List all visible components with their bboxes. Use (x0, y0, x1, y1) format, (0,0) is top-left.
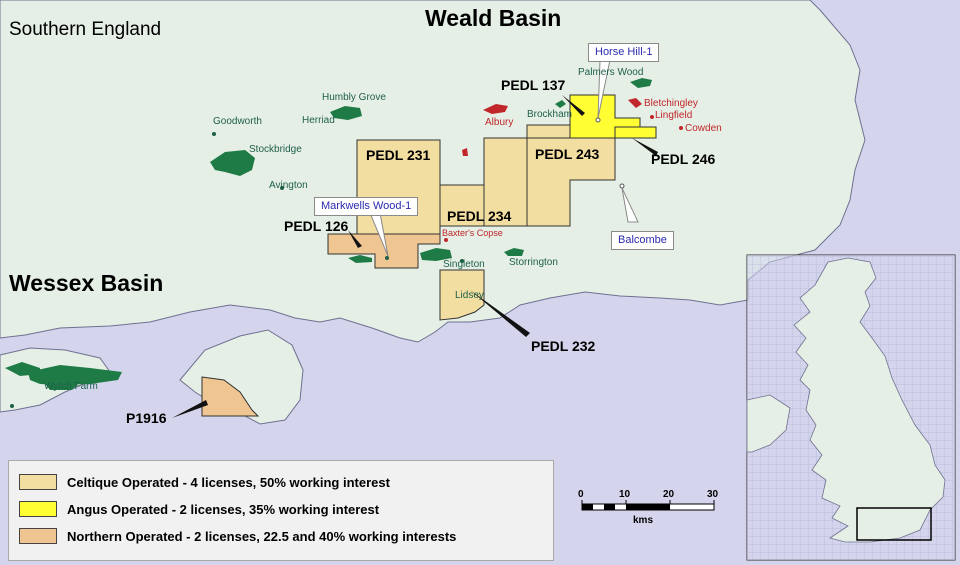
field-label-brockham: Brockham (527, 109, 573, 120)
legend-swatch-angus (19, 501, 57, 517)
weald-basin-label: Weald Basin (425, 5, 562, 31)
license-label-pedl-137: PEDL 137 (501, 77, 566, 93)
legend-label-northern: Northern Operated - 2 licenses, 22.5 and… (67, 528, 457, 544)
license-leaders (172, 95, 658, 418)
field-label-humbly-grove: Humbly Grove (322, 92, 386, 103)
field-label-bletchingley: Bletchingley (644, 98, 698, 109)
field-label-stockbridge: Stockbridge (249, 144, 302, 155)
field-label-storrington: Storrington (509, 257, 558, 268)
field-label-lingfield: Lingfield (655, 110, 693, 121)
legend-label-celtique: Celtique Operated - 4 licenses, 50% work… (67, 474, 390, 490)
legend-swatch-northern (19, 528, 57, 544)
license-label-pedl-243: PEDL 243 (535, 146, 600, 162)
scale-bar (581, 500, 715, 511)
field-label-avington: Avington (269, 180, 308, 191)
legend-item-angus: Angus Operated - 2 licenses, 35% working… (19, 500, 379, 518)
license-label-pedl-126: PEDL 126 (284, 218, 349, 234)
license-block-p1916 (201, 376, 260, 417)
well-callout-markwells-wood: Markwells Wood-1 (314, 197, 419, 216)
wessex-basin-label: Wessex Basin (9, 270, 164, 296)
scale-unit: kms (633, 515, 654, 526)
field-label-lidsey: Lidsey (455, 290, 484, 301)
scale-tick-20: 20 (663, 489, 675, 500)
inset-locator-box (856, 507, 932, 541)
oil-fields-green (5, 78, 652, 390)
inset-ireland (746, 394, 791, 453)
legend-item-northern: Northern Operated - 2 licenses, 22.5 and… (19, 527, 456, 545)
license-label-p1916: P1916 (126, 410, 167, 426)
field-label-singleton: Singleton (443, 259, 485, 270)
field-label-palmers-wood: Palmers Wood (578, 67, 644, 78)
license-block-pedl-246 (614, 126, 657, 139)
legend-label-angus: Angus Operated - 2 licenses, 35% working… (67, 501, 380, 517)
well-callout-horse-hill: Horse Hill-1 (588, 43, 660, 62)
field-label-wytch-farm: Wytch Farm (44, 381, 98, 392)
inset-great-britain (793, 257, 946, 543)
well-callout-balcombe: Balcombe (611, 231, 674, 250)
callout-pointers (369, 59, 639, 257)
scale-tick-10: 10 (619, 489, 631, 500)
license-block-pedl-232 (439, 269, 485, 321)
field-label-cowden: Cowden (685, 123, 722, 134)
field-label-albury: Albury (485, 117, 514, 128)
gas-fields-red (444, 98, 683, 242)
field-label-goodworth: Goodworth (213, 116, 262, 127)
legend-item-celtique: Celtique Operated - 4 licenses, 50% work… (19, 473, 390, 491)
scale-tick-0: 0 (578, 489, 584, 500)
field-label-baxters-copse: Baxter's Copse (442, 228, 503, 238)
southern-england-label: Southern England (9, 19, 162, 40)
license-label-pedl-246: PEDL 246 (651, 151, 716, 167)
license-label-pedl-232: PEDL 232 (531, 338, 596, 354)
field-label-herriad: Herriad (302, 115, 335, 126)
license-label-pedl-231: PEDL 231 (366, 147, 431, 163)
scale-tick-30: 30 (707, 489, 719, 500)
legend: Celtique Operated - 4 licenses, 50% work… (8, 460, 554, 561)
license-label-pedl-234: PEDL 234 (447, 208, 512, 224)
legend-swatch-celtique (19, 474, 57, 490)
